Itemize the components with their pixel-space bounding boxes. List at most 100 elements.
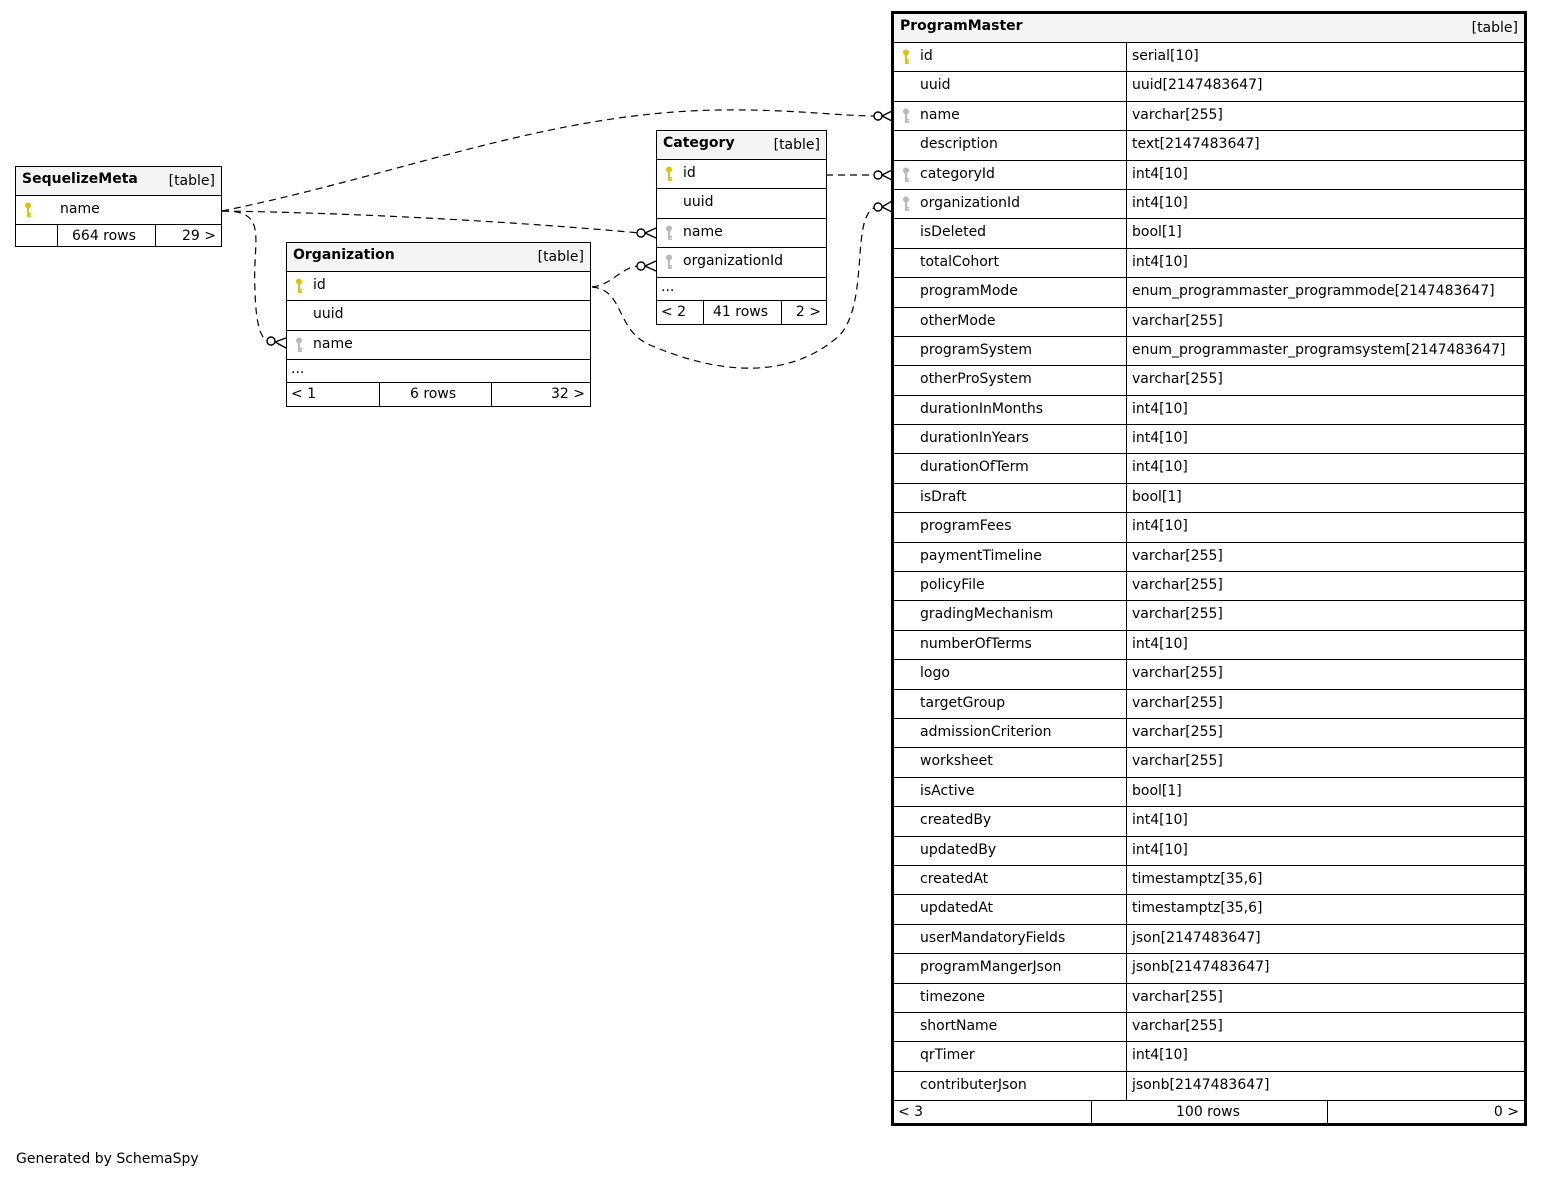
column-type: varchar[255] (1132, 547, 1223, 564)
table-name: ProgramMaster (900, 18, 1023, 34)
column-name: programMangerJson (920, 959, 1062, 976)
column-name: gradingMechanism (920, 606, 1054, 623)
column-row[interactable]: name (16, 196, 221, 226)
column-name: admissionCriterion (920, 723, 1052, 740)
crowfoot (644, 227, 657, 239)
column-row[interactable]: name (657, 219, 826, 249)
column-row[interactable]: gradingMechanism varchar[255] (894, 601, 1524, 631)
column-name: targetGroup (920, 694, 1006, 711)
column-name: worksheet (920, 753, 993, 770)
column-name: programSystem (920, 341, 1032, 358)
column-row[interactable]: programMode enum_programmaster_programmod… (894, 278, 1524, 308)
key-icon (665, 166, 673, 186)
parents-count: < 2 (661, 303, 687, 320)
column-name: otherProSystem (920, 371, 1032, 388)
table-type: [table] (168, 173, 215, 189)
foreign-key-icon (902, 167, 910, 187)
column-row[interactable]: targetGroup varchar[255] (894, 689, 1524, 719)
column-type: bool[1] (1132, 488, 1182, 505)
column-name: id (683, 165, 696, 181)
column-row[interactable]: programMangerJson jsonb[2147483647] (894, 954, 1524, 984)
column-type: jsonb[2147483647] (1132, 959, 1270, 976)
column-row[interactable]: name (287, 331, 590, 361)
crowfoot (881, 110, 893, 122)
column-type: int4[10] (1132, 812, 1188, 829)
crowfoot (274, 337, 287, 349)
edge-sequelizemeta-programmaster (221, 109, 877, 212)
column-name: createdBy (920, 812, 992, 829)
foreign-key-icon (902, 196, 910, 216)
crowfoot (881, 200, 893, 213)
column-type: varchar[255] (1132, 694, 1223, 711)
edge-end-circle (636, 228, 646, 238)
column-type: varchar[255] (1132, 753, 1223, 770)
column-row[interactable]: id (287, 272, 590, 302)
column-type: varchar[255] (1132, 606, 1223, 623)
column-type: varchar[255] (1132, 577, 1223, 594)
column-name: isActive (920, 782, 975, 799)
column-row[interactable]: worksheet varchar[255] (894, 748, 1524, 778)
column-row[interactable]: id (657, 160, 826, 190)
table-name: SequelizeMeta (22, 171, 138, 187)
table-header: SequelizeMeta [table] (16, 167, 221, 196)
table-sequelizemeta[interactable]: SequelizeMeta [table] name 664 rows 29 > (15, 166, 222, 248)
column-type: text[2147483647] (1132, 136, 1260, 153)
column-name: updatedBy (920, 841, 997, 858)
edge-end-circle (266, 336, 276, 346)
column-name: organizationId (683, 253, 784, 270)
column-name: programMode (920, 283, 1018, 300)
row-count: 41 rows (713, 303, 769, 320)
edge-organization-category (591, 265, 641, 288)
column-name: uuid (313, 306, 344, 323)
table-footer: < 3 100 rows 0 > (894, 1101, 1524, 1124)
column-type: int4[10] (1132, 253, 1188, 270)
column-row[interactable]: createdBy int4[10] (894, 807, 1524, 837)
column-row[interactable]: uuid (287, 301, 590, 331)
more-columns: ... (657, 278, 826, 301)
column-name: uuid (920, 77, 951, 94)
column-row[interactable]: organizationId (657, 248, 826, 278)
column-type: int4[10] (1132, 518, 1188, 535)
column-type: int4[10] (1132, 459, 1188, 476)
column-row[interactable]: otherProSystem varchar[255] (894, 366, 1524, 396)
table-header: Organization [table] (287, 243, 590, 272)
column-name: numberOfTerms (920, 635, 1032, 652)
column-row[interactable]: uuid (657, 189, 826, 219)
column-type: timestamptz[35,6] (1132, 900, 1263, 917)
column-type: varchar[255] (1132, 371, 1223, 388)
column-type: enum_programmaster_programmode[214748364… (1132, 283, 1495, 300)
edge-end-circle (873, 111, 883, 121)
